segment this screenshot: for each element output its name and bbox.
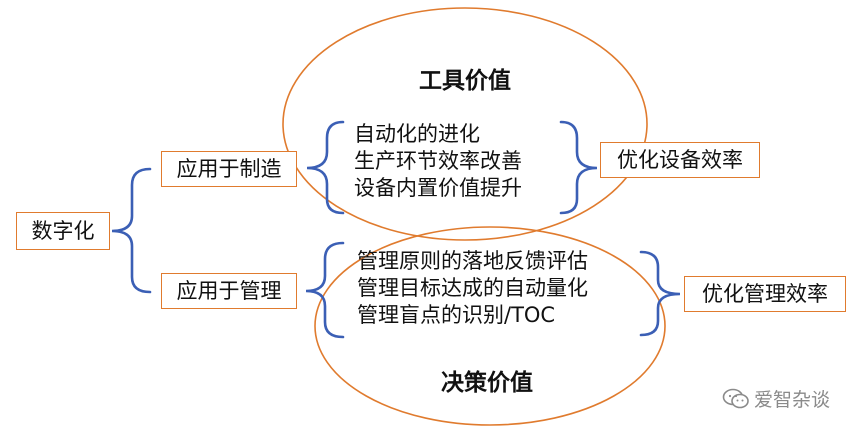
list-item: 自动化的进化: [354, 122, 480, 146]
result-management-node: 优化管理效率: [684, 276, 846, 312]
watermark-text: 爱智杂谈: [754, 389, 831, 411]
root-brace: [111, 167, 152, 294]
root-node: 数字化: [16, 212, 110, 250]
tool-value-title: 工具价值: [419, 68, 511, 94]
list-item: 管理目标达成的自动量化: [357, 276, 588, 300]
management-brace: [305, 241, 345, 339]
wechat-icon: [722, 388, 749, 408]
list-item: 设备内置价值提升: [354, 176, 522, 200]
list-item: 管理原则的落地反馈评估: [357, 249, 588, 273]
manufacturing-brace: [306, 120, 345, 215]
management-result-brace: [639, 250, 681, 337]
branch-management-node: 应用于管理: [161, 273, 297, 309]
management-items: 管理原则的落地反馈评估 管理目标达成的自动量化 管理盲点的识别/TOC: [357, 248, 588, 329]
tool-value-ellipse: [282, 7, 648, 241]
result-equipment-node: 优化设备效率: [600, 142, 760, 178]
branch-manufacturing-node: 应用于制造: [161, 151, 297, 187]
decision-value-ellipse: [314, 226, 666, 426]
manufacturing-items: 自动化的进化 生产环节效率改善 设备内置价值提升: [354, 121, 522, 202]
list-item: 管理盲点的识别/TOC: [357, 303, 556, 327]
decision-value-title: 决策价值: [441, 370, 533, 396]
watermark: 爱智杂谈: [722, 385, 830, 412]
list-item: 生产环节效率改善: [354, 149, 522, 173]
manufacturing-result-brace: [559, 120, 598, 215]
